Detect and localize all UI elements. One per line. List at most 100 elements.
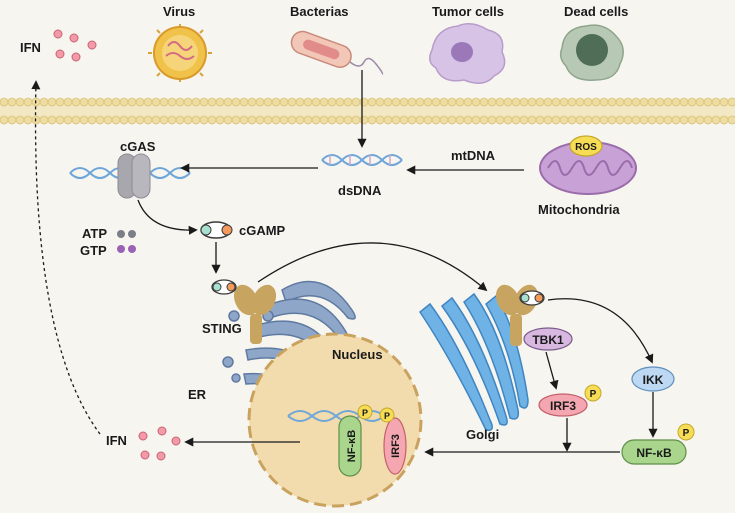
membrane-lipid-head [287, 97, 297, 107]
membrane-lipid-head [655, 115, 665, 125]
tbk1-label: TBK1 [532, 333, 564, 347]
membrane-lipid-head [343, 97, 353, 107]
irf3-label: IRF3 [550, 399, 576, 413]
membrane-lipid-head [79, 97, 89, 107]
membrane-lipid-head [39, 115, 49, 125]
svg-text:P: P [362, 408, 368, 418]
membrane-lipid-head [623, 97, 633, 107]
membrane-lipid-head [551, 115, 561, 125]
membrane-lipid-head [687, 97, 697, 107]
membrane-lipid-head [319, 115, 329, 125]
membrane-lipid-head [207, 97, 217, 107]
membrane-lipid-head [263, 97, 273, 107]
mitochondria-label: Mitochondria [538, 202, 620, 217]
irf3-nuclear [383, 417, 407, 475]
membrane-lipid-head [543, 97, 553, 107]
membrane-lipid-head [223, 115, 233, 125]
membrane-lipid-head [447, 97, 457, 107]
membrane-lipid-head [135, 97, 145, 107]
membrane-lipid-head [335, 115, 345, 125]
nucleus: Nucleus NF-κB P IRF3 P [247, 332, 423, 508]
membrane-lipid-head [439, 97, 449, 107]
membrane-lipid-head [423, 115, 433, 125]
membrane-lipid-head [247, 97, 257, 107]
membrane-lipid-head [703, 97, 713, 107]
membrane-lipid-head [119, 115, 129, 125]
membrane-lipid-head [23, 115, 33, 125]
membrane-lipid-head [471, 97, 481, 107]
membrane-lipid-head [47, 97, 57, 107]
tumor-cell: Tumor cells [429, 4, 506, 84]
membrane-lipid-head [151, 115, 161, 125]
membrane-lipid-head [159, 115, 169, 125]
membrane-lipid-head [127, 115, 137, 125]
membrane-lipid-head [199, 115, 209, 125]
membrane-lipid-head [495, 97, 505, 107]
membrane-lipid-head [503, 115, 513, 125]
cell-membrane [0, 97, 735, 125]
cgas: cGAS [69, 139, 191, 199]
membrane-lipid-head [207, 115, 217, 125]
membrane-lipid-head [711, 97, 721, 107]
membrane-lipid-head [575, 115, 585, 125]
membrane-lipid-head [63, 97, 73, 107]
membrane-lipid-head [487, 115, 497, 125]
membrane-lipid-head [351, 115, 361, 125]
membrane-lipid-head [391, 115, 401, 125]
bacteria: Bacterias [290, 4, 384, 75]
membrane-lipid-head [191, 97, 201, 107]
membrane-lipid-head [239, 97, 249, 107]
membrane-lipid-head [583, 115, 593, 125]
membrane-lipid-head [663, 115, 673, 125]
dsdna-label: dsDNA [338, 183, 382, 198]
membrane-lipid-head [367, 97, 377, 107]
membrane-lipid-head [215, 97, 225, 107]
membrane-lipid-head [327, 115, 337, 125]
golgi-label: Golgi [466, 427, 499, 442]
pathway-arrows [31, 70, 658, 457]
membrane-lipid-head [287, 115, 297, 125]
nfkb-node: NF-κB P [621, 423, 695, 465]
membrane-lipid-head [583, 97, 593, 107]
membrane-lipid-head [175, 97, 185, 107]
arrow-ifn-secretion [31, 80, 101, 435]
mitochondria: ROS Mitochondria [538, 135, 637, 217]
membrane-lipid-head [615, 115, 625, 125]
ifn-bottom-group: IFN [106, 426, 181, 461]
membrane-lipid-head [631, 97, 641, 107]
sting-golgi [495, 284, 545, 346]
er-label: ER [188, 387, 207, 402]
tumor-cells-label: Tumor cells [432, 4, 504, 19]
nfkb-nuclear [338, 415, 362, 477]
membrane-lipid-head [551, 97, 561, 107]
membrane-lipid-head [679, 97, 689, 107]
membrane-lipid-head [111, 97, 121, 107]
membrane-lipid-head [359, 97, 369, 107]
membrane-lipid-head [79, 115, 89, 125]
membrane-lipid-head [311, 97, 321, 107]
arrow-sting-to-ikk [547, 298, 654, 364]
membrane-lipid-head [399, 115, 409, 125]
membrane-lipid-head [295, 97, 305, 107]
membrane-lipid-head [159, 97, 169, 107]
arrow-cgas-to-cgamp [137, 199, 198, 235]
membrane-lipid-head [727, 115, 735, 125]
membrane-lipid-head [63, 115, 73, 125]
membrane-lipid-head [55, 97, 65, 107]
membrane-lipid-head [143, 115, 153, 125]
nucleus-label: Nucleus [332, 347, 383, 362]
membrane-lipid-head [695, 115, 705, 125]
golgi [418, 292, 529, 432]
membrane-lipid-head [191, 115, 201, 125]
membrane-lipid-head [375, 115, 385, 125]
membrane-lipid-head [671, 97, 681, 107]
sting-label: STING [202, 321, 242, 336]
membrane-lipid-head [127, 97, 137, 107]
membrane-lipid-head [103, 115, 113, 125]
membrane-lipid-head [295, 115, 305, 125]
membrane-lipid-head [71, 115, 81, 125]
membrane-lipid-head [679, 115, 689, 125]
membrane-lipid-head [359, 115, 369, 125]
